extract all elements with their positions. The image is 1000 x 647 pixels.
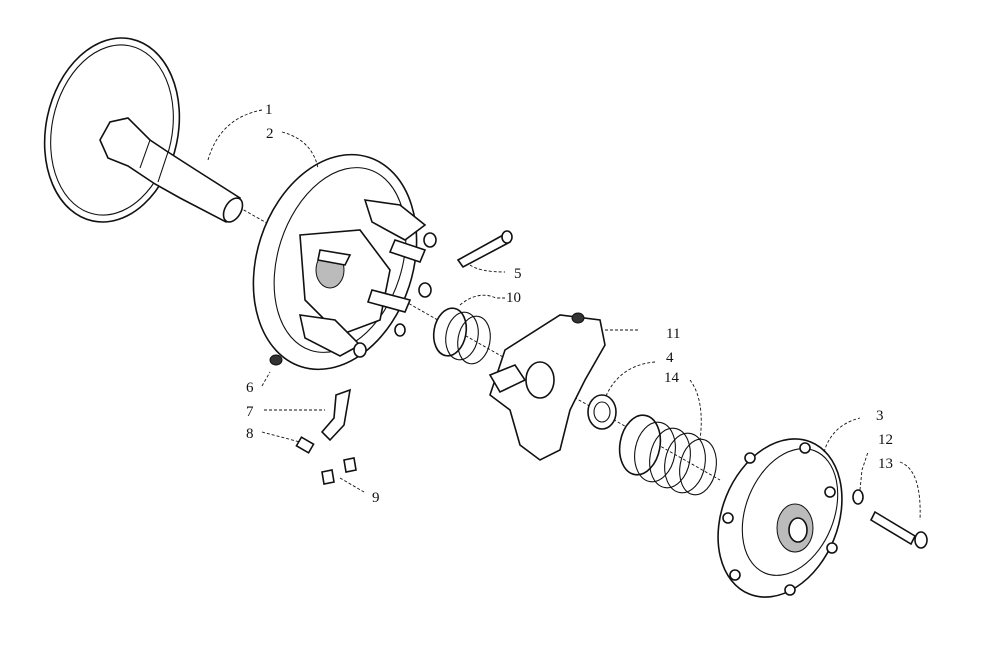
spider-part-11	[488, 312, 640, 461]
washers-part-9	[321, 457, 365, 493]
leader-2	[281, 131, 319, 169]
callout-1: 1	[265, 102, 273, 118]
callout-6: 6	[246, 380, 254, 396]
fixed-sheave-part-1	[43, 37, 244, 224]
callout-12: 12	[878, 432, 893, 448]
callout-3: 3	[876, 408, 884, 424]
washer-part-12	[852, 451, 869, 505]
callout-10: 10	[506, 290, 521, 306]
nut-part-6	[261, 354, 283, 387]
callout-7: 7	[246, 404, 254, 420]
callout-11: 11	[666, 326, 680, 342]
callout-8: 8	[246, 426, 254, 442]
callout-13: 13	[878, 456, 893, 472]
bushing-part-4	[587, 361, 656, 430]
movable-sheave-part-2	[252, 153, 437, 371]
spring-part-10	[432, 294, 505, 365]
callout-9: 9	[372, 490, 380, 506]
pin-part-5	[456, 230, 513, 273]
callout-5: 5	[514, 266, 522, 282]
callout-2: 2	[266, 126, 274, 142]
bolt-part-13	[869, 461, 928, 549]
callout-4: 4	[666, 350, 674, 366]
leader-1	[207, 109, 263, 161]
callout-14: 14	[664, 370, 680, 386]
weight-arm-part-7	[264, 388, 352, 442]
cover-part-3	[717, 417, 861, 598]
roller-pin-part-8	[261, 431, 315, 454]
spring-part-14	[618, 379, 717, 496]
